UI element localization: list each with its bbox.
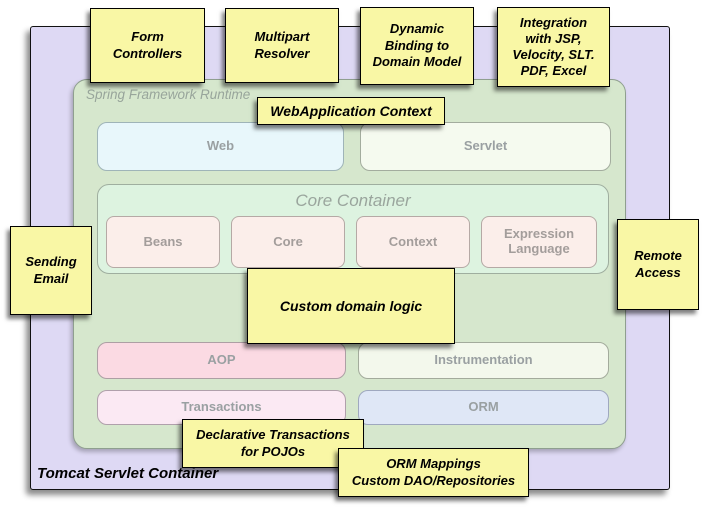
- core-container-row: Beans Core Context Expression Language: [106, 216, 597, 268]
- note-webapplication-context: WebApplication Context: [257, 97, 445, 125]
- module-aop: AOP: [97, 342, 346, 379]
- note-multipart-resolver: Multipart Resolver: [225, 8, 339, 83]
- module-expression-language: Expression Language: [481, 216, 597, 268]
- note-sending-email: Sending Email: [10, 226, 92, 315]
- module-instrumentation: Instrumentation: [358, 342, 609, 379]
- tomcat-container-label: Tomcat Servlet Container: [37, 465, 219, 482]
- note-integration-views: Integration with JSP, Velocity, SLT. PDF…: [497, 7, 610, 87]
- core-container-title: Core Container: [295, 191, 411, 210]
- module-orm: ORM: [358, 390, 609, 425]
- note-declarative-transactions: Declarative Transactions for POJOs: [182, 419, 364, 468]
- note-custom-domain-logic: Custom domain logic: [247, 268, 455, 344]
- module-web: Web: [97, 122, 344, 171]
- module-context: Context: [356, 216, 470, 268]
- runtime-label: Spring Framework Runtime: [86, 87, 251, 102]
- module-beans: Beans: [106, 216, 220, 268]
- core-container: Core Container Beans Core Context Expres…: [97, 184, 609, 274]
- note-orm-mappings: ORM Mappings Custom DAO/Repositories: [338, 448, 529, 497]
- note-remote-access: Remote Access: [617, 219, 699, 310]
- note-form-controllers: Form Controllers: [90, 8, 205, 83]
- module-core: Core: [231, 216, 345, 268]
- module-servlet: Servlet: [360, 122, 611, 171]
- note-dynamic-binding: Dynamic Binding to Domain Model: [360, 7, 474, 85]
- spring-framework-runtime: Spring Framework Runtime Web Servlet Cor…: [73, 79, 626, 449]
